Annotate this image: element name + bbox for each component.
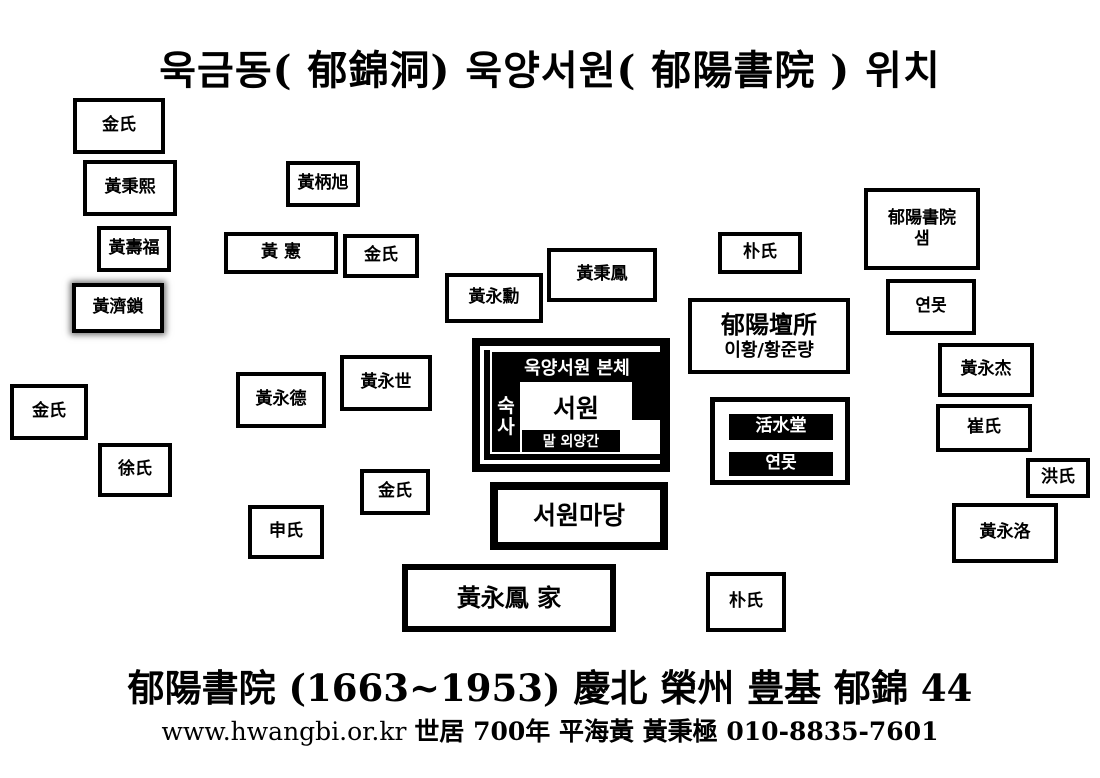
footer-address: 郁陽書院 (1663~1953) 慶北 榮州 豊基 郁錦 44 [127,666,973,710]
house-hwang-yeongdeok: 黃永德 [236,372,326,428]
dansho-altar: 郁陽壇所 이황/황준량 [688,298,850,374]
pond-right: 연못 [886,279,976,335]
seowon-courtyard: 서원마당 [490,482,668,550]
hwalsudang-compound: 活水堂 연못 [710,397,850,485]
house-kim-top: 金氏 [73,98,165,154]
house-choi: 崔氏 [936,404,1032,452]
seowon-spring: 郁陽書院 샘 [864,188,980,270]
house-hwang-yeongse: 黃永世 [340,355,432,411]
house-hwang-yeongnak: 黃永洛 [952,503,1058,563]
footer-contact: www.hwangbi.or.kr 世居 700年 平海黃 黃秉極 010-88… [0,712,1100,748]
house-shin: 申氏 [248,505,324,559]
house-hwang-byeonghui: 黃秉熙 [83,160,177,216]
dormitory-label-2: 사 [497,416,515,438]
house-kim-mid: 金氏 [343,234,419,278]
footer-info: 世居 700年 平海黃 黃秉極 010-8835-7601 [414,717,939,746]
house-hwang-byeongbong: 黃秉鳳 [547,248,657,302]
house-seo: 徐氏 [98,443,172,497]
house-hwang-yeongbong: 黃永鳳 家 [402,564,616,632]
page-title: 욱금동( 郁錦洞) 욱양서원( 郁陽書院 ) 위치 [159,47,941,94]
house-hwang-subok: 黃壽福 [97,226,171,272]
dormitory-label-1: 숙 [497,395,515,418]
seowon-center-label: 서원 [552,394,599,423]
footer-url[interactable]: www.hwangbi.or.kr [161,717,407,746]
house-hwang-yeonghun: 黃永勳 [445,273,543,323]
house-hong: 洪氏 [1026,458,1090,498]
house-park-bottom: 朴氏 [706,572,786,632]
house-park-top: 朴氏 [718,232,802,274]
house-hwang-byeongwook: 黃柄旭 [286,161,360,207]
house-kim-left: 金氏 [10,384,88,440]
hwalsudang-pond: 연못 [729,452,833,476]
house-hwang-yeonggeol: 黃永杰 [938,343,1034,397]
seowon-spring-label-2: 샘 [914,229,930,249]
seowon-east-wing [632,382,662,420]
seowon-stable-label: 말 외양간 [522,430,620,452]
dansho-subtitle: 이황/황준량 [724,339,814,361]
seowon-main-hall-label: 욱양서원 본체 [492,352,662,382]
house-kim-low: 金氏 [360,469,430,515]
dansho-title: 郁陽壇所 [721,309,817,339]
seowon-spring-label-1: 郁陽書院 [888,207,956,228]
seowon-dormitory: 숙 사 [492,382,520,452]
hwalsudang-hall: 活水堂 [729,414,833,440]
house-hwang-jesoe: 黃濟鎖 [72,283,164,333]
house-hwang-heon: 黃 憲 [224,232,338,274]
